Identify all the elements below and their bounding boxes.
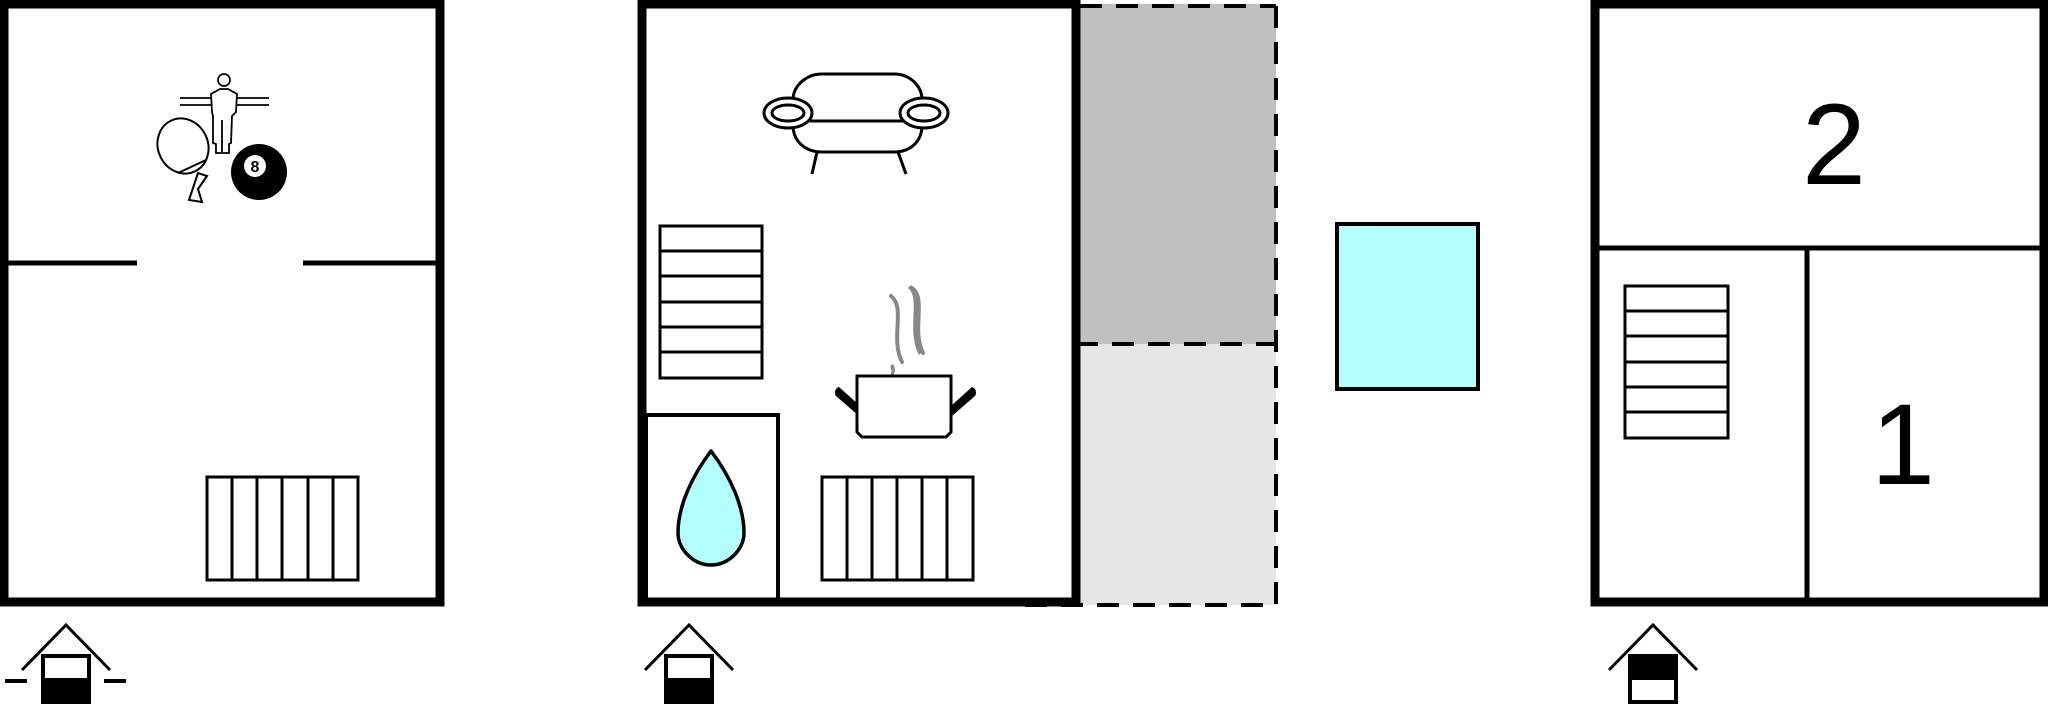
pool	[1335, 222, 1480, 391]
floor-upper: 2 1	[1590, 0, 2048, 704]
floor-basement: 8	[0, 0, 445, 704]
floor-upper-walls	[1590, 0, 2048, 607]
sofa-icon	[762, 72, 950, 175]
billiards-8-ball-icon: 8	[231, 144, 287, 200]
table-football-icon	[180, 73, 269, 154]
table-tennis-icon	[156, 117, 210, 204]
staircase-icon	[820, 475, 975, 582]
svg-text:8: 8	[251, 159, 260, 176]
bedroom-1-label: 1	[1871, 381, 1935, 509]
bedroom-2-label: 2	[1802, 81, 1866, 209]
staircase-icon	[205, 475, 360, 582]
staircase-icon	[658, 224, 764, 380]
terrace-open	[1076, 344, 1276, 605]
entrance-house-icon-ground	[643, 622, 735, 704]
floor-basement-walls	[0, 0, 445, 607]
bathroom	[644, 413, 780, 604]
staircase-icon	[1623, 284, 1730, 440]
floor-ground-walls	[637, 0, 1081, 607]
floor-ground	[637, 0, 1480, 704]
bathroom-water-drop-icon	[676, 449, 746, 567]
cooking-pot-icon	[835, 285, 976, 439]
entrance-house-icon-basement	[5, 622, 126, 704]
terrace-covered	[1076, 4, 1276, 344]
entrance-house-icon-upper	[1607, 622, 1699, 704]
